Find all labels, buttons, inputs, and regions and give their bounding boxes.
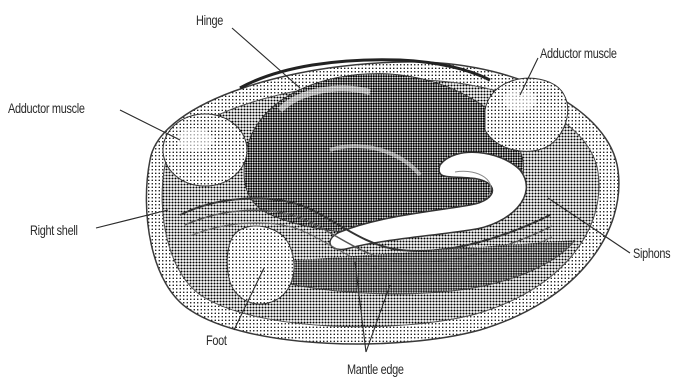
leader-line-hinge xyxy=(232,28,300,88)
label-right-shell: Right shell xyxy=(30,223,78,237)
label-adductor-muscle-right: Adductor muscle xyxy=(540,46,617,60)
label-foot: Foot xyxy=(206,333,227,347)
adductor-muscle-right-shape xyxy=(485,78,568,151)
foot-shape xyxy=(227,226,294,304)
label-hinge: Hinge xyxy=(196,13,223,27)
label-siphons: Siphons xyxy=(633,246,670,260)
label-adductor-muscle-left: Adductor muscle xyxy=(8,101,85,115)
leader-line-adductor-left xyxy=(120,110,180,140)
adductor-muscle-left-shape xyxy=(163,114,247,186)
label-mantle-edge: Mantle edge xyxy=(347,362,404,376)
